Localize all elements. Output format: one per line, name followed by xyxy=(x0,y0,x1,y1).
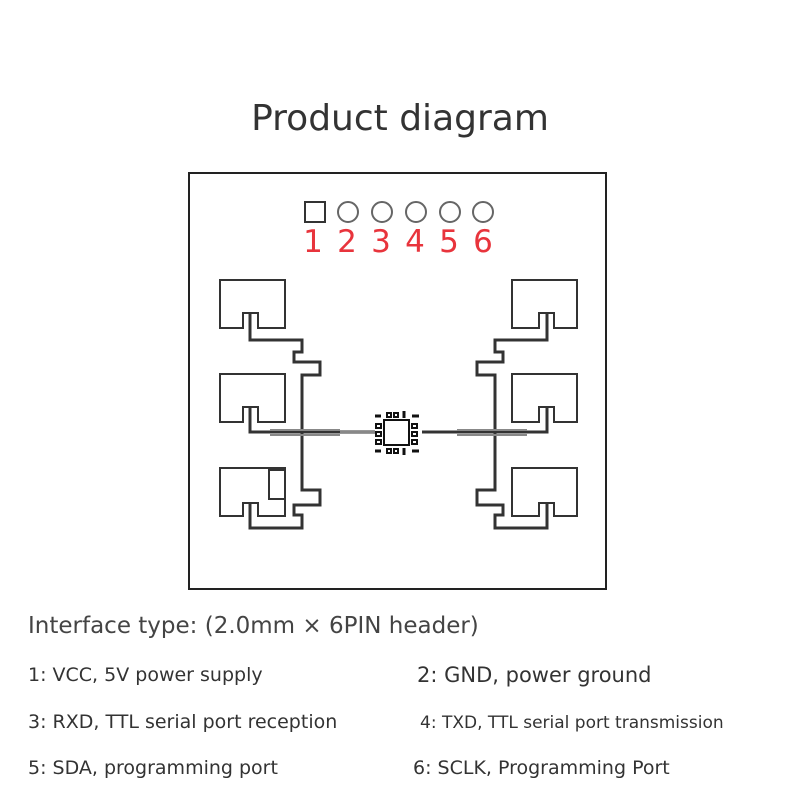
pin-description: 6: SCLK, Programming Port xyxy=(413,757,670,779)
pin-description: 2: GND, power ground xyxy=(417,663,652,687)
board-outline xyxy=(188,172,607,590)
trace xyxy=(457,429,527,436)
antenna-pad xyxy=(511,467,578,517)
trace xyxy=(248,407,375,434)
pin-number-1: 1 xyxy=(303,224,323,260)
antenna-pad xyxy=(219,467,286,517)
interface-type: Interface type: (2.0mm × 6PIN header) xyxy=(28,613,479,639)
trace xyxy=(270,429,375,436)
pin-number-2: 2 xyxy=(337,224,357,260)
chip xyxy=(375,411,419,455)
trace xyxy=(422,407,549,434)
pin-5-round-pad xyxy=(439,201,461,223)
component xyxy=(268,469,286,500)
page-title: Product diagram xyxy=(251,98,549,139)
pin-3-round-pad xyxy=(371,201,393,223)
pin-6-round-pad xyxy=(472,201,494,223)
pin-number-4: 4 xyxy=(405,224,425,260)
pin-2-round-pad xyxy=(337,201,359,223)
pin-1-square-pad xyxy=(304,201,326,223)
pin-4-round-pad xyxy=(405,201,427,223)
antenna-pad xyxy=(511,279,578,329)
pin-number-5: 5 xyxy=(439,224,459,260)
antenna-pad xyxy=(219,279,286,329)
pin-description: 1: VCC, 5V power supply xyxy=(28,664,263,686)
pin-description: 5: SDA, programming port xyxy=(28,757,278,779)
pin-description: 4: TXD, TTL serial port transmission xyxy=(420,713,724,733)
pin-number-6: 6 xyxy=(473,224,493,260)
antenna-pad xyxy=(219,373,286,423)
pin-number-3: 3 xyxy=(371,224,391,260)
pin-description: 3: RXD, TTL serial port reception xyxy=(28,711,338,733)
antenna-pad xyxy=(511,373,578,423)
